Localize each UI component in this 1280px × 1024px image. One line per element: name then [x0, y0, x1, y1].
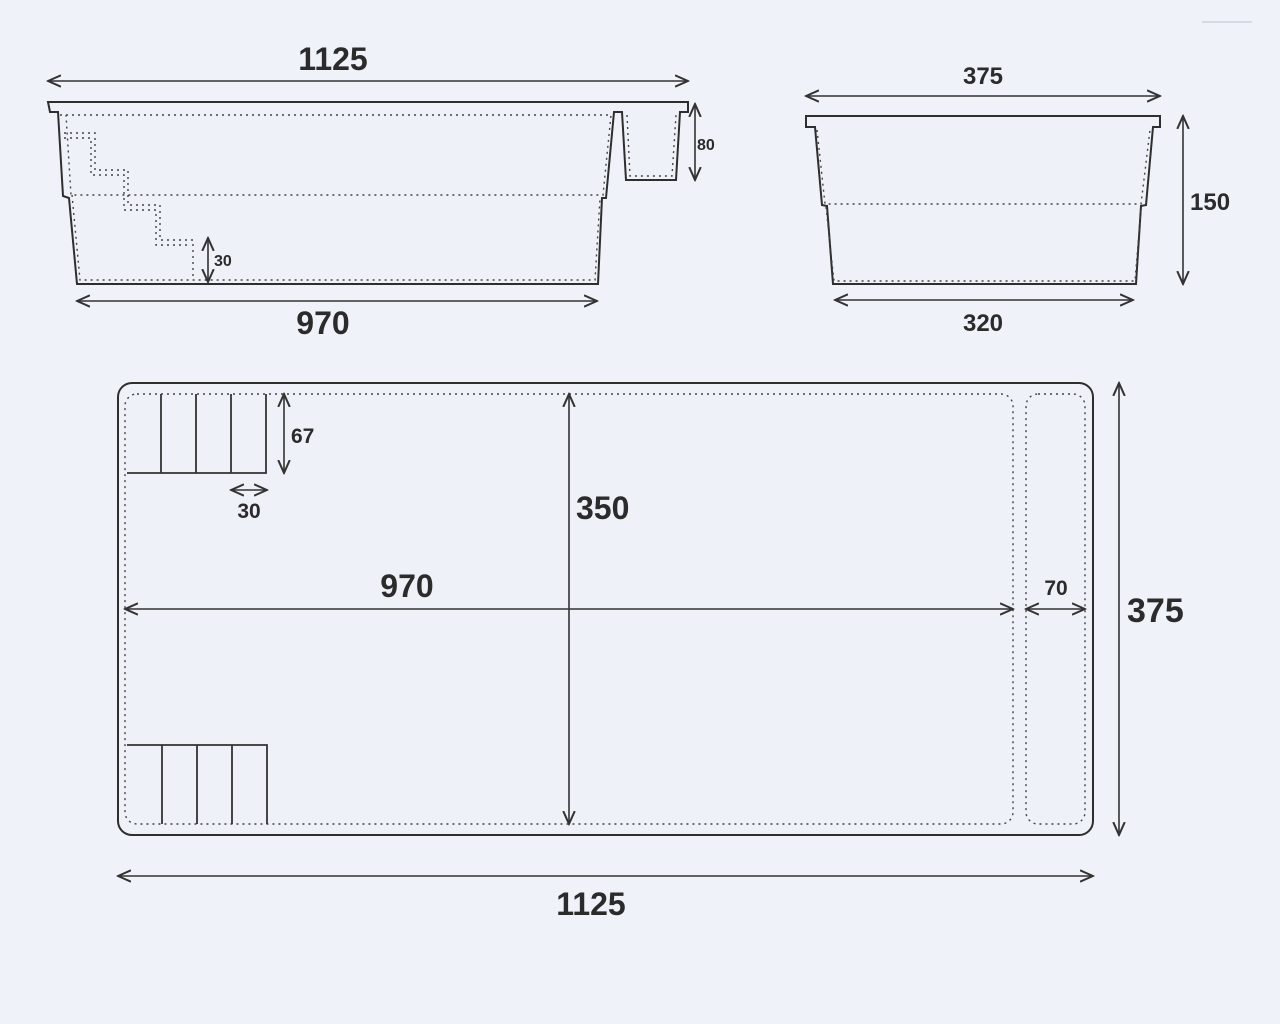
side-view-shell — [46, 101, 689, 285]
side-view-lower-dotted — [71, 194, 601, 281]
plan-total-width-label: 375 — [1127, 592, 1184, 630]
plan-stairs-bottom — [127, 744, 268, 824]
plan-inner-length-label: 970 — [380, 568, 433, 604]
side-view-bench-dotted — [626, 114, 677, 177]
end-width-bottom-label: 320 — [963, 310, 1003, 337]
plan-inner-width-label: 350 — [576, 490, 629, 526]
end-view-inner-dotted — [816, 129, 1151, 205]
plan-view: 67 30 350 970 70 375 1125 — [118, 383, 1184, 922]
end-view: 375 150 320 — [806, 63, 1230, 337]
side-view-stairs-dotted-inner — [64, 137, 189, 246]
side-view-inner-dotted — [60, 114, 612, 196]
side-length-bottom-label: 970 — [296, 305, 349, 341]
side-view: 1125 80 30 970 — [48, 41, 715, 341]
end-width-top-label: 375 — [963, 63, 1003, 90]
end-depth-label: 150 — [1190, 189, 1230, 216]
end-view-shell — [805, 115, 1161, 285]
side-stair-height-label: 30 — [214, 253, 232, 270]
side-step-depth-label: 80 — [697, 137, 715, 154]
plan-stairs-bottom-outline — [127, 744, 268, 824]
plan-stairs-top-outline — [127, 394, 267, 474]
plan-stair-width-label: 30 — [237, 500, 260, 523]
plan-bench-width-label: 70 — [1044, 577, 1067, 600]
plan-stair-length-label: 67 — [291, 425, 314, 448]
side-view-stairs-dotted — [64, 132, 194, 280]
plan-total-length-label: 1125 — [556, 886, 625, 922]
side-length-top-label: 1125 — [298, 41, 367, 77]
plan-stairs-top — [127, 394, 267, 474]
end-view-lower-dotted — [825, 206, 1142, 282]
